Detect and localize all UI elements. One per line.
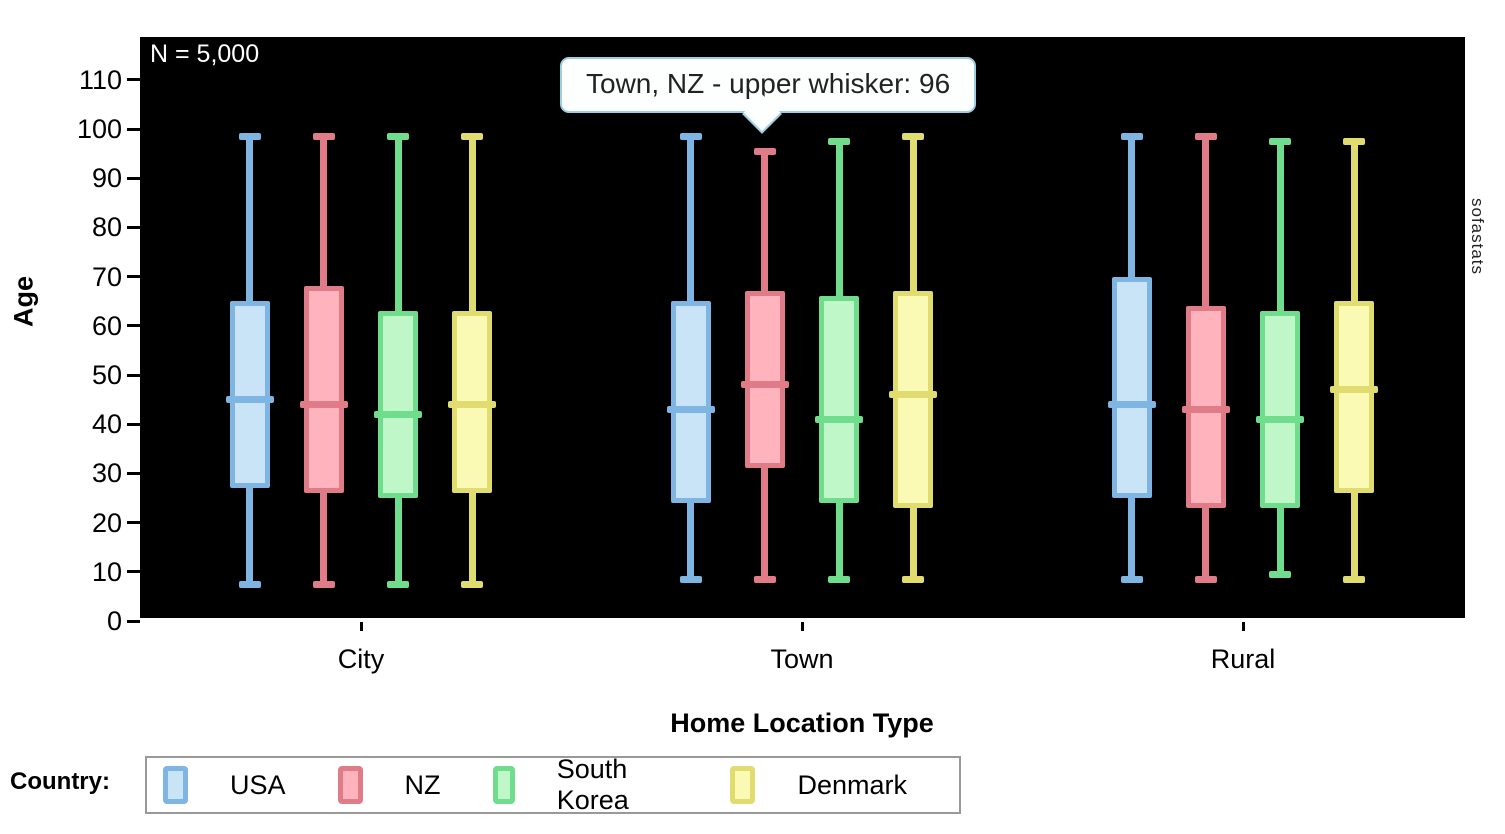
box-denmark-rural[interactable]	[1334, 301, 1375, 494]
whisker-cap-bottom-denmark-rural[interactable]	[1343, 575, 1366, 583]
whisker-cap-bottom-denmark-town[interactable]	[902, 575, 925, 583]
median-south-korea-rural[interactable]	[1256, 415, 1305, 423]
box-nz-town[interactable]	[744, 291, 785, 469]
y-tick-mark	[127, 225, 140, 229]
median-nz-rural[interactable]	[1181, 405, 1230, 413]
hover-tooltip: Town, NZ - upper whisker: 96	[560, 57, 977, 113]
x-axis-title: Home Location Type	[670, 708, 934, 738]
legend-item-south-korea: South Korea	[492, 754, 679, 816]
box-south-korea-rural[interactable]	[1260, 311, 1301, 508]
whisker-cap-top-denmark-city[interactable]	[461, 132, 484, 140]
median-denmark-town[interactable]	[889, 391, 938, 399]
y-tick-label: 60	[91, 310, 122, 341]
median-denmark-city[interactable]	[448, 401, 497, 409]
y-tick-label: 100	[76, 114, 122, 144]
legend-label-nz: NZ	[404, 769, 441, 800]
y-tick-label: 40	[91, 409, 122, 440]
median-south-korea-city[interactable]	[374, 410, 423, 418]
whisker-cap-bottom-usa-rural[interactable]	[1120, 575, 1143, 583]
y-tick-mark	[127, 275, 140, 279]
whisker-cap-top-nz-city[interactable]	[312, 132, 335, 140]
box-usa-town[interactable]	[670, 301, 711, 503]
x-category-label-rural: Rural	[1210, 644, 1276, 674]
x-tick-mark	[1241, 622, 1245, 631]
whisker-cap-top-denmark-rural[interactable]	[1343, 137, 1366, 145]
median-denmark-rural[interactable]	[1330, 386, 1379, 394]
box-denmark-town[interactable]	[893, 291, 934, 508]
whisker-cap-bottom-usa-city[interactable]	[238, 580, 261, 588]
legend-item-denmark: Denmark	[730, 766, 907, 804]
y-tick-mark	[127, 619, 140, 623]
legend-swatch-icon-nz	[337, 766, 363, 804]
y-tick-mark	[127, 422, 140, 426]
whisker-cap-bottom-nz-town[interactable]	[753, 575, 776, 583]
legend-item-nz: NZ	[337, 766, 441, 804]
whisker-cap-top-usa-town[interactable]	[679, 132, 702, 140]
y-tick-label: 0	[106, 606, 122, 636]
y-tick-mark	[127, 570, 140, 574]
y-tick-label: 20	[91, 507, 122, 538]
median-usa-city[interactable]	[225, 396, 274, 404]
whisker-cap-bottom-south-korea-rural[interactable]	[1269, 570, 1292, 578]
y-tick-label: 110	[78, 64, 122, 95]
whisker-cap-top-nz-rural[interactable]	[1194, 132, 1217, 140]
legend-item-usa: USA	[163, 766, 286, 804]
box-usa-city[interactable]	[229, 301, 270, 489]
whisker-cap-bottom-usa-town[interactable]	[679, 575, 702, 583]
y-tick-mark	[127, 176, 140, 180]
x-category-label-city: City	[337, 644, 385, 674]
x-tick-mark	[359, 622, 363, 631]
y-axis-title: Age	[8, 276, 39, 328]
legend-swatch-icon-denmark	[730, 766, 756, 804]
box-nz-city[interactable]	[303, 286, 344, 494]
box-usa-rural[interactable]	[1111, 276, 1152, 498]
whisker-cap-top-south-korea-town[interactable]	[828, 137, 851, 145]
y-tick-label: 10	[91, 556, 122, 587]
y-tick-mark	[127, 373, 140, 377]
y-tick-mark	[127, 471, 140, 475]
whisker-cap-bottom-denmark-city[interactable]	[461, 580, 484, 588]
whisker-cap-bottom-south-korea-town[interactable]	[828, 575, 851, 583]
whisker-cap-top-usa-city[interactable]	[238, 132, 261, 140]
y-tick-label: 90	[91, 163, 122, 194]
box-south-korea-city[interactable]	[378, 311, 419, 498]
whisker-cap-bottom-south-korea-city[interactable]	[387, 580, 410, 588]
legend-swatch-icon-usa	[163, 766, 188, 804]
median-nz-city[interactable]	[299, 401, 348, 409]
legend: USA NZ South Korea Denmark	[145, 754, 961, 816]
plot-area	[140, 37, 1465, 618]
whisker-cap-bottom-nz-rural[interactable]	[1194, 575, 1217, 583]
median-usa-town[interactable]	[666, 405, 715, 413]
y-tick-mark	[127, 324, 140, 328]
legend-label-usa: USA	[230, 769, 286, 800]
legend-label-south-korea: South Korea	[556, 754, 629, 815]
y-tick-label: 50	[91, 360, 122, 390]
legend-label-denmark: Denmark	[797, 769, 907, 800]
y-tick-label: 30	[91, 458, 122, 489]
sofastats-watermark: sofastats	[1468, 198, 1487, 276]
whisker-cap-top-denmark-town[interactable]	[902, 132, 925, 140]
median-nz-town[interactable]	[740, 381, 789, 389]
box-south-korea-town[interactable]	[819, 296, 860, 503]
x-tick-mark	[800, 622, 804, 631]
y-tick-label: 80	[91, 212, 122, 243]
median-south-korea-town[interactable]	[815, 415, 864, 423]
y-tick-mark	[127, 78, 140, 82]
whisker-cap-top-usa-rural[interactable]	[1120, 132, 1143, 140]
median-usa-rural[interactable]	[1107, 401, 1156, 409]
legend-swatch-icon-south-korea	[492, 766, 515, 804]
y-tick-label: 70	[91, 261, 122, 292]
whisker-cap-top-south-korea-rural[interactable]	[1269, 137, 1292, 145]
whisker-cap-top-south-korea-city[interactable]	[387, 132, 410, 140]
whisker-cap-bottom-nz-city[interactable]	[312, 580, 335, 588]
sample-size-annotation: N = 5,000	[150, 40, 260, 68]
whisker-cap-top-nz-town[interactable]	[753, 147, 776, 155]
x-category-label-town: Town	[770, 644, 834, 674]
y-tick-mark	[127, 127, 140, 131]
y-tick-mark	[127, 521, 140, 525]
legend-title: Country:	[10, 768, 110, 795]
